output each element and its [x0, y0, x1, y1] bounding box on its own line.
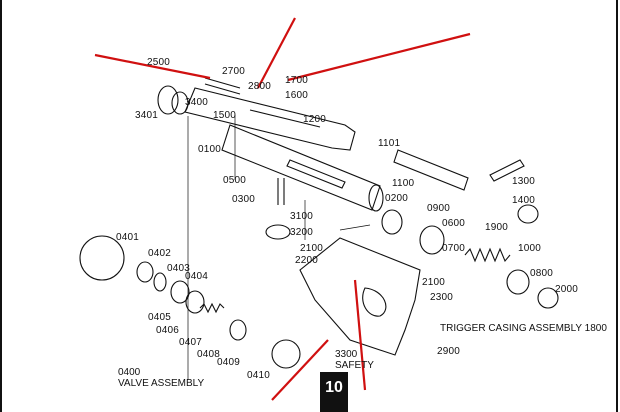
valve-assembly-name: VALVE ASSEMBLY	[118, 378, 204, 389]
part-0700: 0700	[442, 243, 465, 254]
annotation-line-right	[287, 32, 471, 82]
cap-1900	[517, 204, 539, 224]
knurled-nut	[157, 85, 179, 115]
part-2900: 2900	[437, 346, 460, 357]
safety-name-label: SAFETY	[335, 360, 374, 371]
part-0100: 0100	[198, 144, 221, 155]
barrel-upper-slot	[249, 109, 321, 128]
cap-2000	[537, 287, 559, 309]
part-1900: 1900	[485, 222, 508, 233]
piece-0410	[271, 339, 301, 369]
part-3100: 3100	[290, 211, 313, 222]
page-number-box	[320, 372, 348, 412]
part-0200: 0200	[385, 193, 408, 204]
valve-assembly-code: 0400	[118, 367, 141, 378]
part-0408: 0408	[197, 349, 220, 360]
pin-2700	[204, 77, 241, 95]
part-0409: 0409	[217, 357, 240, 368]
bolt-1300	[489, 159, 525, 182]
part-1400: 1400	[512, 195, 535, 206]
left-border	[0, 0, 2, 412]
part-labels: 2500 2700 2800 1700 1600 3400 3401 1500 …	[116, 57, 578, 381]
part-2500: 2500	[147, 57, 170, 68]
trigger-guard	[362, 287, 387, 317]
part-0407: 0407	[179, 337, 202, 348]
part-2800: 2800	[248, 81, 271, 92]
knob-3200	[265, 224, 291, 240]
part-1600: 1600	[285, 90, 308, 101]
cylinder-0200	[381, 209, 403, 235]
part-0600: 0600	[442, 218, 465, 229]
annotation-line-left	[94, 53, 211, 80]
part-0500: 0500	[223, 175, 246, 186]
right-border	[616, 0, 618, 412]
part-0401: 0401	[116, 232, 139, 243]
oring-0403	[153, 272, 167, 292]
valve-0401	[79, 235, 125, 281]
piece-0405	[185, 290, 205, 314]
part-0402: 0402	[148, 248, 171, 259]
part-3401: 3401	[135, 110, 158, 121]
part-1200: 1200	[303, 114, 326, 125]
part-0406: 0406	[156, 325, 179, 336]
cap-0800	[506, 269, 530, 295]
page-number: 10	[325, 379, 343, 396]
leader-lines	[187, 115, 371, 380]
washer-0402	[136, 261, 154, 283]
part-2100-a: 2100	[300, 243, 323, 254]
nut-face	[171, 91, 189, 115]
part-0800: 0800	[530, 268, 553, 279]
part-1700: 1700	[285, 75, 308, 86]
receiver-tube	[221, 124, 381, 211]
annotation-line-bottom	[353, 279, 367, 391]
part-3200: 3200	[290, 227, 313, 238]
part-0404: 0404	[185, 271, 208, 282]
part-1500: 1500	[213, 110, 236, 121]
part-2700: 2700	[222, 66, 245, 77]
receiver-slot	[286, 159, 346, 189]
part-2200: 2200	[295, 255, 318, 266]
part-0403: 0403	[167, 263, 190, 274]
part-2300: 2300	[430, 292, 453, 303]
receiver-end	[368, 184, 384, 212]
part-1300: 1300	[512, 176, 535, 187]
shaft-1101	[393, 149, 469, 191]
trigger-casing-label: TRIGGER CASING ASSEMBLY 1800	[440, 323, 607, 334]
trigger-casing	[299, 237, 421, 356]
annotation-line-bottom-left	[271, 339, 329, 401]
cylinder-0600	[419, 225, 445, 255]
part-0900: 0900	[427, 203, 450, 214]
spring-0700	[464, 247, 511, 263]
part-1000: 1000	[518, 243, 541, 254]
part-0300: 0300	[232, 194, 255, 205]
part-1101: 1101	[378, 138, 401, 149]
part-2100-b: 2100	[422, 277, 445, 288]
post-0300	[277, 178, 285, 205]
part-0410: 0410	[247, 370, 270, 381]
spring-0407	[199, 302, 225, 314]
annotation-line-top	[257, 17, 296, 89]
safety-code-label: 3300	[335, 349, 358, 360]
part-2000: 2000	[555, 284, 578, 295]
seal-0404	[170, 280, 190, 304]
part-0405: 0405	[148, 312, 171, 323]
piece-0408	[229, 319, 247, 341]
assembly-titles: TRIGGER CASING ASSEMBLY 1800 3300 SAFETY…	[118, 323, 607, 389]
part-3400: 3400	[185, 97, 208, 108]
part-1100: 1100	[392, 178, 415, 189]
